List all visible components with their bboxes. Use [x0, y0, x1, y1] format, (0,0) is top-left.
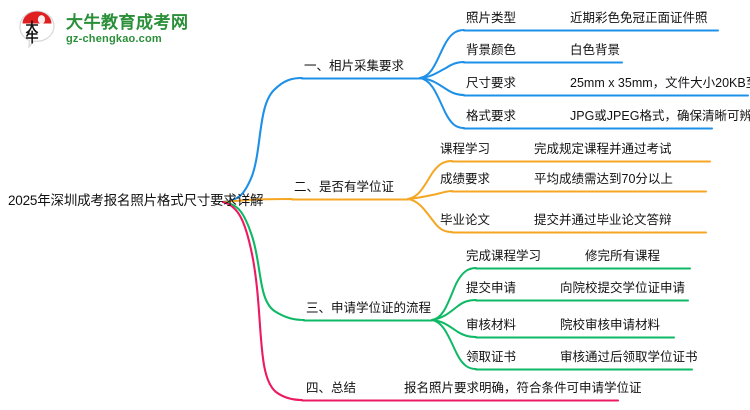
leaf-key-1-1: 照片类型	[466, 11, 517, 25]
leaf-value-2-1: 完成规定课程并通过考试	[534, 142, 672, 156]
logo-brand-name: 大牛教育成考网	[66, 12, 189, 32]
root-node-label: 2025年深圳成考报名照片格式尺寸要求详解	[8, 193, 264, 208]
leaf-value-1-4: JPG或JPEG格式，确保清晰可辨	[570, 109, 750, 123]
leaf-value-3-2: 向院校提交学位证申请	[560, 281, 686, 295]
branch-label-3: 三、申请学位证的流程	[306, 301, 432, 315]
leaf-key-3-4: 领取证书	[466, 350, 517, 364]
leaf-value-1-1: 近期彩色免冠正面证件照	[570, 11, 708, 25]
leaf-value-3-4: 审核通过后领取学位证书	[560, 350, 698, 364]
leaf-key-2-2: 成绩要求	[440, 172, 491, 186]
logo-wordmark: 大牛教育成考网 gz-chengkao.com	[66, 14, 189, 45]
subbranch-connectors-2	[407, 160, 711, 234]
leaf-value-3-3: 院校审核申请材料	[560, 318, 661, 332]
logo-brand-url: gz-chengkao.com	[66, 32, 162, 45]
branch-label-4: 四、总结	[306, 381, 357, 395]
leaf-key-3-3: 审核材料	[466, 318, 517, 332]
leaf-key-1-3: 尺寸要求	[466, 76, 517, 90]
leaf-key-2-3: 毕业论文	[440, 213, 491, 227]
leaf-key-2-1: 课程学习	[440, 142, 491, 156]
subbranch-connectors-1	[419, 29, 749, 130]
leaf-key-1-4: 格式要求	[466, 109, 517, 123]
leaf-key-3-1: 完成课程学习	[466, 249, 542, 263]
branch-connector-3	[221, 200, 434, 322]
branch-connector-1	[221, 76, 422, 204]
leaf-value-4-1: 报名照片要求明确，符合条件可申请学位证	[404, 381, 642, 395]
leaf-key-1-2: 背景颜色	[466, 43, 517, 57]
subbranch-connectors-3	[431, 267, 693, 371]
svg-text:大: 大	[25, 20, 38, 36]
branch-label-1: 一、相片采集要求	[304, 59, 405, 73]
site-logo: 大 牛 大牛教育成考网 gz-chengkao.com	[16, 8, 189, 50]
leaf-value-1-2: 白色背景	[570, 43, 621, 57]
daniu-logo-mark: 大 牛	[16, 8, 58, 50]
leaf-value-2-2: 平均成绩需达到70分以上	[534, 172, 673, 186]
svg-text:牛: 牛	[25, 30, 38, 46]
branch-connector-4	[221, 200, 620, 402]
leaf-value-2-3: 提交并通过毕业论文答辩	[534, 213, 672, 227]
branch-label-2: 二、是否有学位证	[294, 180, 395, 194]
leaf-value-1-3: 25mm x 35mm，文件大小20KB至40KB	[570, 76, 750, 90]
leaf-key-3-2: 提交申请	[466, 281, 517, 295]
leaf-value-3-1: 修完所有课程	[585, 249, 661, 263]
branch-connector-2	[221, 197, 410, 204]
